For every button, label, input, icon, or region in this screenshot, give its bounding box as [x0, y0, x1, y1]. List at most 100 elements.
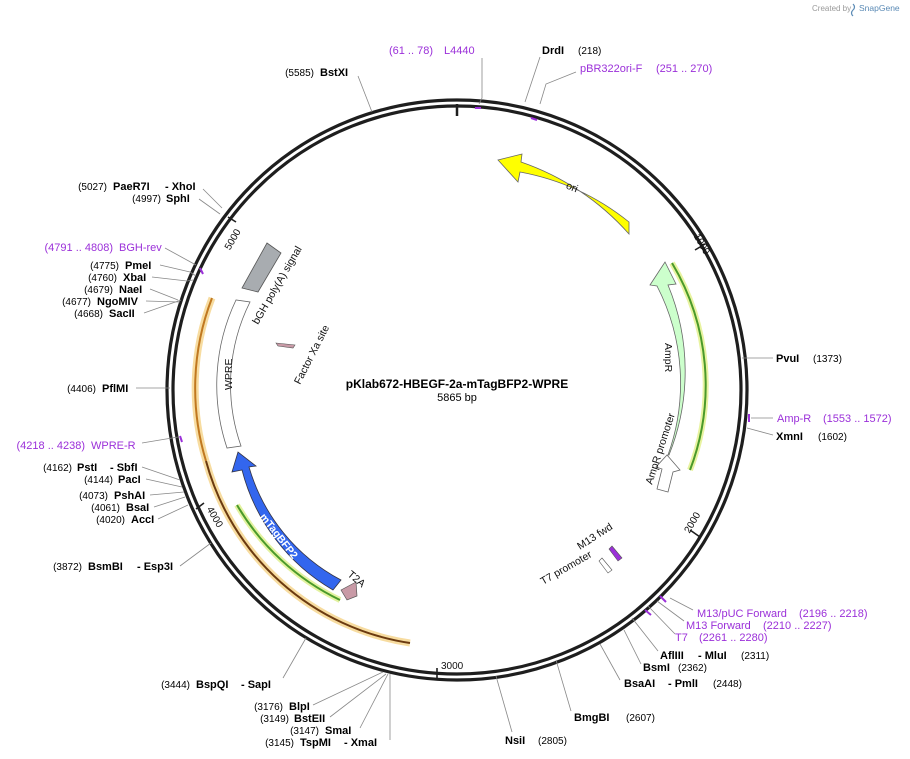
bstxi-leader: [357, 75, 373, 113]
bspqi-leader: [282, 637, 307, 679]
bsteii-pos: (3149): [260, 714, 289, 725]
tick-label-1000: 1000: [691, 232, 712, 257]
ampr-label: AmpR: [662, 343, 674, 373]
sphi-leader: [198, 198, 221, 215]
acci-name: AccI: [131, 514, 154, 526]
bmgbi-name: BmgBI: [574, 712, 609, 724]
smai-leader: [359, 673, 389, 729]
smai-pos: (3147): [290, 726, 319, 737]
m13f-pos: (2210 .. 2227): [763, 620, 832, 632]
ampr-orf-line: [671, 262, 707, 471]
bsai-leader: [153, 496, 186, 508]
m13f-primer-mark: [644, 609, 652, 616]
m13-fwd-feature[interactable]: [608, 545, 623, 562]
paer7i-name: PaeR7I: [113, 181, 150, 193]
bsteii-name: BstEII: [294, 713, 325, 725]
tspmi-pos: (3145): [265, 738, 294, 749]
bsai-name: BsaI: [126, 502, 149, 514]
pmei-leader: [159, 264, 197, 277]
wpre-feature[interactable]: [216, 299, 251, 449]
acci-leader: [157, 504, 189, 520]
mtagbfp2-feature[interactable]: [231, 451, 342, 591]
hbegf-orf-line: [205, 460, 411, 644]
wpre-orf-line: [194, 297, 213, 462]
bghrev-leader: [164, 247, 197, 266]
primer-marks: [179, 107, 750, 616]
nsii-leader: [495, 675, 513, 733]
paer7i-leader: [202, 188, 223, 209]
pshai-name: PshAI: [114, 490, 145, 502]
tspmi-extra: - XmaI: [344, 737, 377, 749]
pvui-name: PvuI: [776, 353, 799, 365]
snapgene-brand: SnapGene: [859, 3, 900, 13]
blpi-name: BlpI: [289, 701, 310, 713]
pshai-pos: (4073): [79, 491, 108, 502]
pmei-pos: (4775): [90, 261, 119, 272]
psti-name: PstI: [77, 462, 97, 474]
t7-name: T7: [675, 632, 688, 644]
backbone-outer-circle: [165, 98, 749, 682]
t7-leader: [647, 605, 676, 635]
pbr322-name: pBR322ori-F: [580, 63, 643, 75]
nsii-pos: (2805): [538, 736, 567, 747]
ampr-primer-pos: (1553 .. 1572): [823, 413, 892, 425]
bsaai-extra: - PmlI: [668, 678, 698, 690]
pflmi-name: PflMI: [102, 383, 128, 395]
m13-fwd-label: M13 fwd: [575, 521, 615, 553]
t2a-feature[interactable]: [340, 581, 358, 601]
pmei-name: PmeI: [125, 260, 151, 272]
plasmid-name: pKlab672-HBEGF-2a-mTagBFP2-WPRE: [346, 377, 568, 391]
naei-name: NaeI: [119, 284, 142, 296]
bghrev-pos: (4791 .. 4808): [45, 242, 114, 254]
psti-leader: [141, 466, 181, 481]
paer7i-extra: - XhoI: [165, 181, 196, 193]
xbai-name: XbaI: [123, 272, 146, 284]
l4440-pos: (61 .. 78): [389, 45, 433, 57]
tspmi-name: TspMI: [300, 737, 331, 749]
bmgbi-leader: [555, 659, 572, 712]
tick-5000: [227, 216, 237, 223]
t7-promoter-label: T7 promoter: [539, 548, 595, 587]
drdi-pos: (218): [578, 46, 601, 57]
blpi-pos: (3176): [254, 702, 283, 713]
ngomiv-pos: (4677): [62, 297, 91, 308]
m13puc-primer-mark: [659, 595, 667, 603]
ampr-feature[interactable]: [649, 261, 686, 456]
ampr-promoter-feature[interactable]: [655, 454, 681, 493]
created-by-credit: Created by: [812, 4, 851, 13]
factor-xa-label: Factor Xa site: [292, 323, 332, 386]
bmgbi-pos: (2607): [626, 713, 655, 724]
ngomiv-leader: [145, 300, 181, 303]
bsai-pos: (4061): [91, 503, 120, 514]
ampr-primer-name: Amp-R: [777, 413, 811, 425]
factor-xa-feature[interactable]: [275, 342, 296, 349]
bsteii-leader: [329, 673, 387, 718]
blpi-leader: [312, 671, 384, 706]
paci-name: PacI: [118, 474, 141, 486]
bghrev-name: BGH-rev: [119, 242, 162, 254]
bspqi-pos: (3444): [161, 680, 190, 691]
bghrev-primer-mark: [199, 267, 204, 275]
t7-promoter-feature[interactable]: [598, 557, 613, 574]
xmni-leader: [746, 427, 774, 436]
snapgene-logo-icon: [850, 3, 856, 17]
sacii-name: SacII: [109, 308, 135, 320]
paci-leader: [145, 478, 183, 488]
pbr322-primer-mark: [530, 117, 538, 121]
acci-pos: (4020): [96, 515, 125, 526]
pbr322-leader: [539, 71, 577, 105]
m13puc-name: M13/pUC Forward: [697, 608, 787, 620]
hbegf-orf-halo: [202, 460, 411, 647]
drdi-leader: [524, 56, 541, 103]
plasmid-length: 5865 bp: [437, 392, 477, 404]
ori-feature[interactable]: [497, 153, 630, 236]
mtagbfp2-orf-line: [236, 504, 341, 601]
leader-lines: [136, 56, 774, 740]
bsmbi-leader: [179, 542, 212, 567]
wpre-label: WPRE: [223, 359, 235, 391]
m13f-leader: [656, 600, 685, 622]
paci-pos: (4144): [84, 475, 113, 486]
bgh-polya-feature[interactable]: [241, 242, 282, 293]
t7-pos: (2261 .. 2280): [699, 632, 768, 644]
